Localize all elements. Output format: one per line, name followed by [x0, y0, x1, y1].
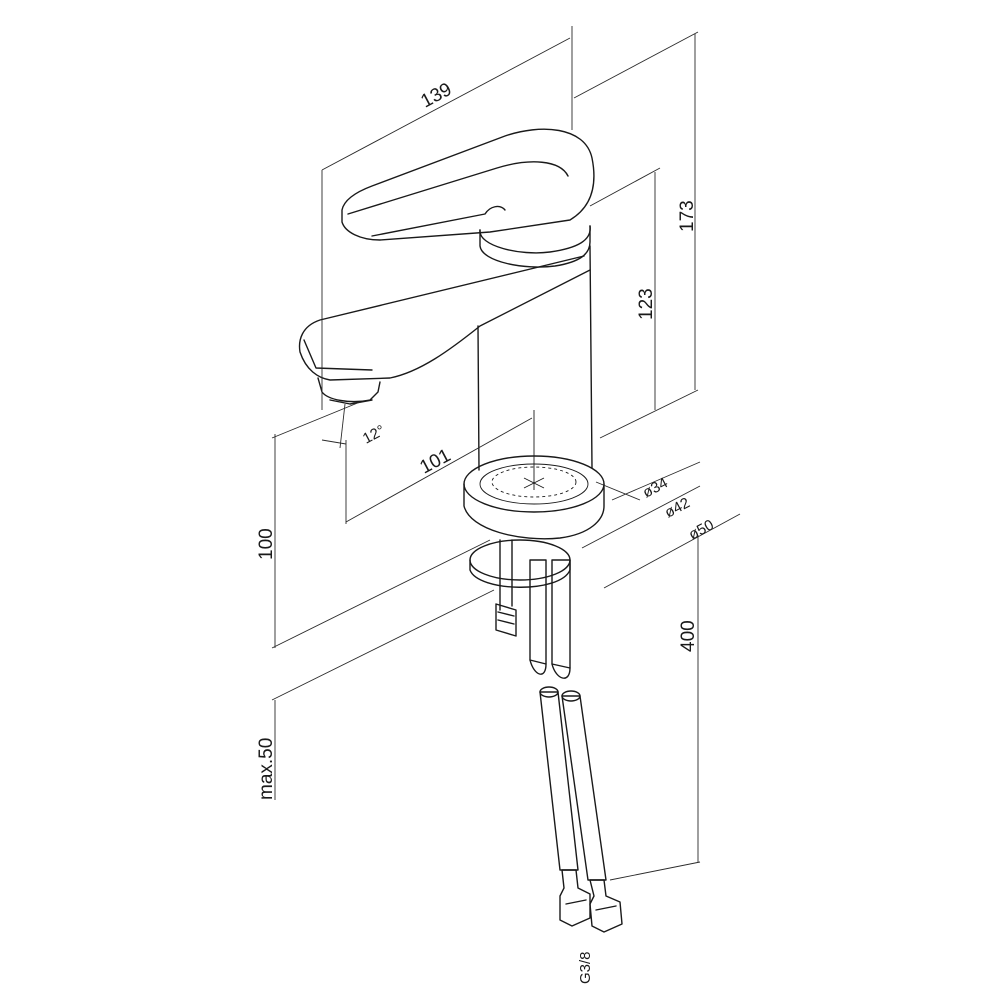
cartridge-cap — [479, 225, 591, 254]
base-center-circle — [491, 466, 577, 498]
dimension-labels: 139 173 123 101 12° 100 max.50 400 ø34 ø… — [256, 79, 717, 984]
hose-right-upper — [551, 559, 571, 669]
label-total-length: 139 — [417, 79, 455, 112]
hose-left-upper — [529, 559, 547, 665]
label-max-thickness: max.50 — [256, 738, 277, 800]
label-clearance: 100 — [256, 528, 277, 560]
label-total-height: 173 — [677, 200, 698, 232]
hose-fitting-right — [589, 879, 623, 933]
lever-handle — [341, 128, 595, 241]
label-diameter-inner: ø34 — [640, 474, 671, 501]
label-spout-angle: 12° — [360, 422, 388, 448]
label-thread: G3/8 — [577, 951, 594, 984]
body-column — [589, 245, 593, 469]
stud-nut — [495, 603, 517, 637]
base-assembly — [463, 410, 605, 637]
lever-handle-edge — [371, 205, 506, 237]
lever-handle-top — [347, 161, 569, 215]
mounting-stud — [499, 539, 513, 611]
label-spout-reach: 101 — [416, 445, 454, 478]
dimension-lines — [271, 26, 741, 881]
label-hose-length: 400 — [678, 620, 699, 652]
label-spout-height: 123 — [636, 288, 657, 320]
faucet-body — [298, 128, 595, 471]
label-diameter-mid: ø42 — [662, 494, 693, 521]
hose-fitting-left — [559, 869, 591, 927]
hose-right-lower — [561, 695, 607, 881]
aerator — [317, 377, 381, 403]
hoses — [529, 559, 623, 933]
spout — [298, 255, 591, 381]
label-diameter-outer: ø50 — [686, 516, 717, 543]
hose-left-lower — [539, 691, 579, 871]
